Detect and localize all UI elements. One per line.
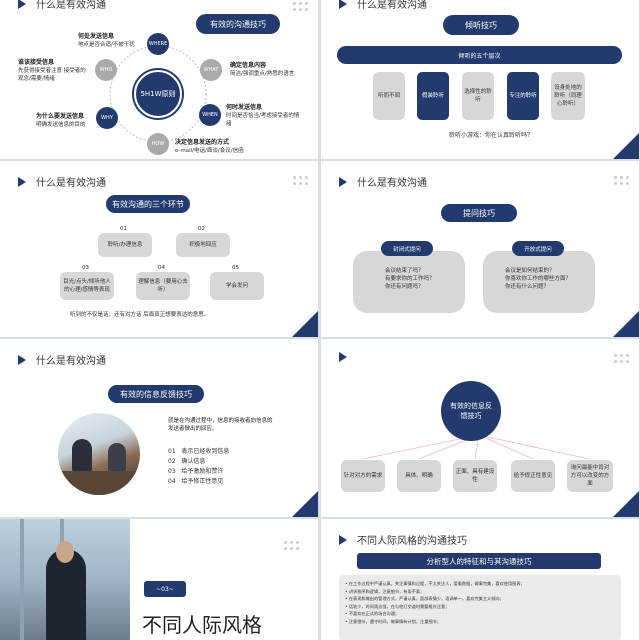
levels-bar: 倾听的五个层次 — [337, 46, 622, 64]
closed-question-title: 封闭式提问 — [381, 241, 433, 256]
item-what: 确定信息内容简洁/强调重点/熟悉的语言 — [230, 62, 295, 77]
listening-note: 聆听小游戏：你在认真聆听吗？ — [448, 132, 533, 139]
feedback-box-1: 针对对方的需求 — [341, 460, 385, 492]
node-what: WHAT — [200, 59, 222, 81]
slide-feedback-tree: 有效的信息反馈技巧 针对对方的需求 具体、明确 正面、具有建设性 给予修正性意见… — [321, 339, 639, 517]
slide-header — [339, 352, 357, 362]
slide-5h1w: 什么是有效沟通 有效的沟通技巧 5H1W原则 WHERE WHO WHAT WH… — [0, 0, 318, 159]
level-5: 设身处地的聆听（同理心聆听） — [551, 72, 585, 120]
slide-header: 什么是有效沟通 — [18, 174, 106, 189]
node-how: HOW — [147, 133, 169, 155]
step-2: 积极地回应 — [176, 233, 230, 257]
slide-three-steps: 什么是有效沟通 有效沟通的三个环节 01 聆听/办理信息 02 积极地回应 03… — [0, 161, 318, 337]
section-title: 有效的沟通技巧 — [196, 14, 280, 34]
step-num-5: 05 — [232, 265, 239, 271]
center-circle: 5H1W原则 — [134, 70, 182, 118]
section-title: 有效的信息反馈技巧 — [108, 385, 204, 403]
dot-grid-icon — [614, 354, 629, 363]
triangle-icon — [18, 0, 26, 9]
feedback-list: 01 表示已经收到信息 02 确认信息 03 给予激励和赞许 04 给予修正性意… — [168, 448, 230, 485]
triangle-icon — [18, 354, 26, 365]
open-question-lines: 会议是如何结束的？你喜欢你工作的哪些方面？你还有什么问题？ — [505, 268, 572, 290]
step-1: 聆听/办理信息 — [98, 233, 152, 257]
step-num-1: 01 — [120, 226, 127, 232]
dot-grid-icon — [293, 176, 308, 185]
meeting-photo — [58, 413, 140, 495]
step-num-3: 03 — [82, 265, 89, 271]
slide-analytical-style: 不同人际风格的沟通技巧 分析型人的特征和与其沟通技巧 • 在工作过程中严谨认真，… — [321, 519, 639, 640]
slide-header: 什么是有效沟通 — [18, 0, 106, 11]
closed-question-lines: 会议结束了吗？有要求你的工作吗？你还有问题吗？ — [385, 268, 435, 290]
section-title: 倾听技巧 — [443, 15, 519, 35]
slide-header: 什么是有效沟通 — [18, 352, 106, 367]
corner-triangle — [292, 491, 318, 517]
section-badge: ~03~ — [144, 581, 186, 597]
triangle-icon — [339, 176, 347, 187]
feedback-box-4: 给予修正性意见 — [511, 460, 555, 492]
slide-feedback: 什么是有效沟通 有效的信息反馈技巧 就是在沟通过程中，信息的接收者向信息的发送者… — [0, 339, 318, 517]
section-title: 提问技巧 — [441, 204, 517, 222]
open-question-box — [483, 251, 595, 313]
business-photo — [0, 519, 130, 640]
slide-header: 什么是有效沟通 — [339, 174, 427, 189]
triangle-icon — [18, 176, 26, 187]
slide-header: 什么是有效沟通 — [339, 0, 427, 11]
corner-triangle — [292, 311, 318, 337]
step-4: 理解信息（要用心去听） — [136, 272, 190, 300]
corner-triangle — [613, 133, 639, 159]
node-when: WHEN — [199, 104, 221, 126]
dot-grid-icon — [284, 541, 299, 550]
item-when: 何时发送信息时间是否恰当/考虑接受者的情绪 — [226, 104, 300, 127]
node-why: WHY — [96, 107, 118, 129]
section-title: 不同人际风格 — [142, 613, 262, 637]
item-who: 谁该接受信息先获得接受者注意 接受者的观念/需要/情绪 — [18, 59, 86, 82]
corner-triangle — [613, 311, 639, 337]
node-where: WHERE — [147, 33, 169, 55]
open-question-title: 开放式提问 — [512, 241, 564, 256]
style-lines-box: • 在工作过程中严谨认真，关注事情和过程，不太关注人，爱看数据，做事完美，喜欢使… — [339, 575, 621, 640]
style-bar: 分析型人的特征和与其沟通技巧 — [357, 553, 601, 569]
item-why: 为什么要发送信息明确发送信息的目的 — [36, 113, 86, 128]
item-where: 何处发送信息地点是否合适/不被干扰 — [78, 33, 135, 48]
dot-grid-icon — [293, 2, 308, 11]
feedback-box-5: 询问最能中肯对方可以改变的方面 — [567, 460, 613, 492]
level-2: 假装聆听 — [417, 72, 449, 120]
steps-note: 听到的不仅是话，还有对方话 后面真正想要表达的意思。 — [70, 312, 210, 318]
slide-section-cover: ~03~ 不同人际风格 — [0, 519, 318, 640]
feedback-center-circle: 有效的信息反馈技巧 — [441, 381, 501, 441]
style-lines: • 在工作过程中严谨认真，关注事情和过程，不太关注人，爱看数据，做事完美，喜欢使… — [345, 581, 525, 624]
feedback-box-2: 具体、明确 — [397, 460, 441, 492]
section-title: 有效沟通的三个环节 — [106, 195, 190, 213]
step-3: 目光/点头/倾听他人 的心理/感情等表现 — [60, 272, 114, 300]
dot-grid-icon — [614, 176, 629, 185]
level-4: 专注的聆听 — [507, 72, 539, 120]
triangle-icon — [339, 352, 347, 362]
level-3: 选择性的聆听 — [462, 72, 494, 120]
step-5: 学会发问 — [210, 272, 264, 300]
slide-listening: 什么是有效沟通 倾听技巧 倾听的五个层次 听而不闻 假装聆听 选择性的聆听 专注… — [321, 0, 639, 159]
slide-questioning: 什么是有效沟通 提问技巧 封闭式提问 会议结束了吗？有要求你的工作吗？你还有问题… — [321, 161, 639, 337]
feedback-box-3: 正面、具有建设性 — [453, 460, 497, 492]
node-who: WHO — [95, 59, 117, 81]
triangle-icon — [339, 0, 347, 9]
level-1: 听而不闻 — [373, 72, 405, 120]
closed-question-box — [353, 251, 465, 313]
corner-triangle — [613, 491, 639, 517]
slide-header: 不同人际风格的沟通技巧 — [339, 532, 467, 547]
triangle-icon — [339, 534, 347, 545]
feedback-desc: 就是在沟通过程中，信息的接收者向信息的发送者做出的回应。 — [168, 418, 273, 432]
step-num-4: 04 — [158, 265, 165, 271]
step-num-2: 02 — [198, 226, 205, 232]
